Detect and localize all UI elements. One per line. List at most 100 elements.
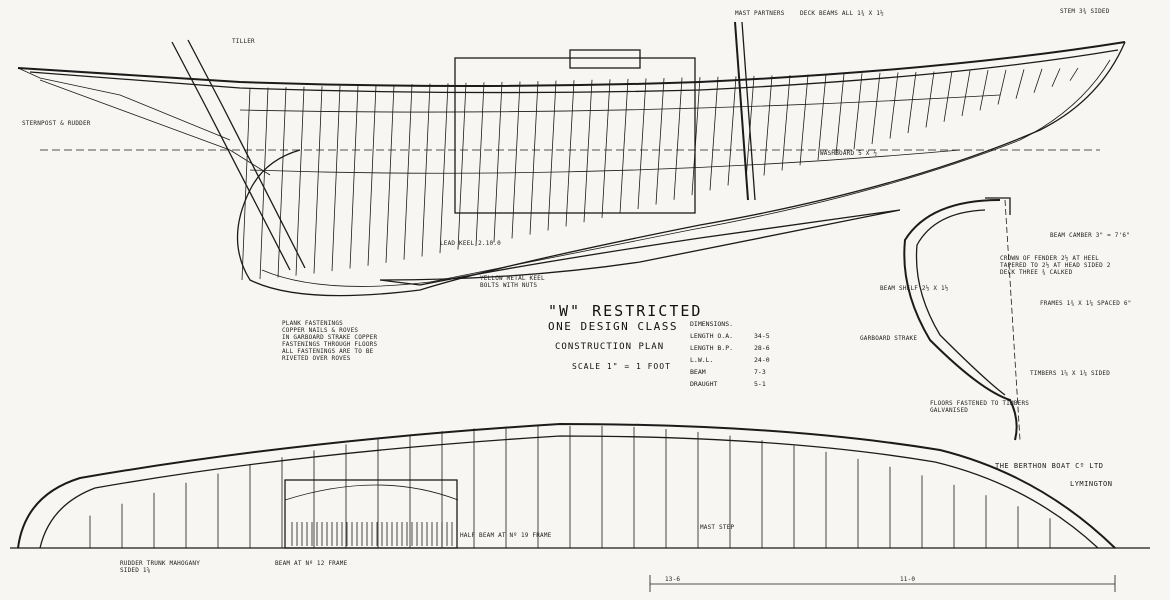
frame-line [961, 70, 971, 117]
tiller-note: TILLER [232, 38, 255, 45]
offset-dimension: 13-6 [665, 576, 681, 583]
profile-view [17, 21, 1126, 297]
deck-plan-view [10, 422, 1150, 592]
dimensions-heading: DIMENSIONS. [690, 320, 734, 328]
stem-note: STEM 3¾ SIDED [1060, 8, 1110, 15]
wash-note: WASHBOARD 5 x ½ [820, 150, 878, 157]
lead-keel [379, 209, 901, 286]
counter [17, 67, 231, 141]
frame-line [727, 76, 737, 186]
frame-line [655, 77, 665, 205]
frame-line [907, 71, 917, 134]
frame-line [871, 72, 881, 145]
frame-line [745, 75, 755, 181]
frame-line [403, 84, 413, 260]
frame-line [637, 78, 647, 210]
keel-bolt-note: YELLOW METAL KEEL BOLTS WITH NUTS [480, 275, 545, 289]
frame-line [565, 80, 575, 227]
frame-line [367, 84, 377, 266]
keel-profile [236, 41, 1126, 297]
frame-line [781, 74, 791, 171]
frame-line [511, 81, 521, 239]
lead-keel-note: LEAD KEEL 2.10.0 [440, 240, 501, 247]
rudder-stock-aft [187, 39, 306, 269]
counter-inner [39, 79, 271, 176]
frame-line [1033, 68, 1043, 93]
deck-line [29, 49, 1119, 94]
clamp [239, 94, 1001, 113]
mast-step-note: MAST STEP [700, 524, 735, 531]
frame-line [277, 87, 287, 278]
floors-note: FLOORS FASTENED TO TIMBERS GALVANISED [930, 400, 1030, 414]
restricted-title: "W" RESTRICTED [548, 302, 703, 320]
frame-line [349, 85, 359, 269]
frame-line [457, 82, 467, 250]
frame-line [925, 71, 935, 128]
frames [241, 67, 1079, 281]
frame-line [385, 84, 395, 263]
garboard-note: GARBOARD STRAKE [860, 335, 918, 342]
frame-line [799, 74, 809, 166]
frame-line [709, 76, 719, 191]
frame-line [853, 73, 863, 150]
timbers-note: TIMBERS 1⅝ x 1¼ SIDED [1030, 370, 1111, 377]
mast-partners-note: MAST PARTNERS [735, 10, 785, 17]
frame-line [943, 71, 953, 122]
cabin-outline [454, 57, 696, 214]
deck-beams-note: DECK BEAMS ALL 1¾ x 1½ [800, 10, 884, 17]
frame-line [1069, 67, 1079, 81]
frame-line [691, 77, 701, 196]
frame-line [889, 72, 899, 139]
midship-section [903, 197, 1021, 441]
frame-line [313, 86, 323, 274]
beam-n12-note: BEAM AT Nº 12 FRAME [275, 560, 348, 567]
mast-line [734, 21, 749, 201]
frame-line [817, 74, 827, 161]
builder-place: LYMINGTON [1070, 480, 1113, 488]
section-inner [915, 209, 1006, 396]
camber-note: BEAM CAMBER 3" = 7'6" [1050, 232, 1131, 239]
frame-line [331, 85, 341, 272]
frame-line [835, 73, 845, 155]
plan-title: CONSTRUCTION PLAN [555, 342, 665, 352]
frame-line [295, 86, 305, 276]
rudder-trunk-note: RUDDER TRUNK MAHOGANY SIDED 1⅝ [120, 560, 201, 574]
class-title: ONE DESIGN CLASS [548, 320, 678, 333]
cockpit [284, 479, 458, 549]
floor-gratings [291, 522, 453, 546]
rabbet-line [261, 59, 1111, 287]
hatch [569, 49, 641, 69]
sternpost-note: STERNPOST & RUDDER [22, 120, 91, 127]
beam-shelf-note: BEAM SHELF 2½ x 1½ [880, 285, 949, 292]
fastenings-note: PLANK FASTENINGS COPPER NAILS & ROVES IN… [282, 320, 378, 362]
frame-line [763, 75, 773, 176]
frame-line [421, 83, 431, 257]
frame-line [997, 69, 1007, 105]
rudder-stock [171, 41, 291, 271]
frame-line [547, 80, 557, 231]
dimensions-table: DIMENSIONS. LENGTH O.A.34-5 LENGTH B.P.2… [690, 320, 770, 388]
centerline-section [1004, 199, 1021, 441]
frame-line [601, 79, 611, 218]
deck-section [985, 197, 1011, 215]
builder-name: THE BERTHON BOAT Cº LTD [995, 462, 1104, 470]
crown-note: CROWN OF FENDER 2½ AT HEEL TAPERED TO 2½… [1000, 255, 1111, 276]
frame-line [673, 77, 683, 200]
frame-line [259, 87, 269, 280]
frame-line [475, 82, 485, 247]
frames-note: FRAMES 1¾ x 1¼ SPACED 6" [1040, 300, 1132, 307]
plan-inner [39, 435, 1099, 549]
frame-line [493, 81, 503, 243]
frame-line [979, 70, 989, 111]
stringer [249, 149, 961, 174]
plan-outline [17, 422, 1116, 549]
beam-n19-note: HALF BEAM AT Nº 19 FRAME [460, 532, 552, 539]
frame-line [1015, 69, 1025, 99]
scale-label: SCALE 1" = 1 FOOT [572, 362, 671, 371]
cockpit-arc [284, 484, 459, 501]
frame-line [1051, 68, 1061, 87]
frame-line [439, 83, 449, 254]
frame-line [619, 78, 629, 214]
